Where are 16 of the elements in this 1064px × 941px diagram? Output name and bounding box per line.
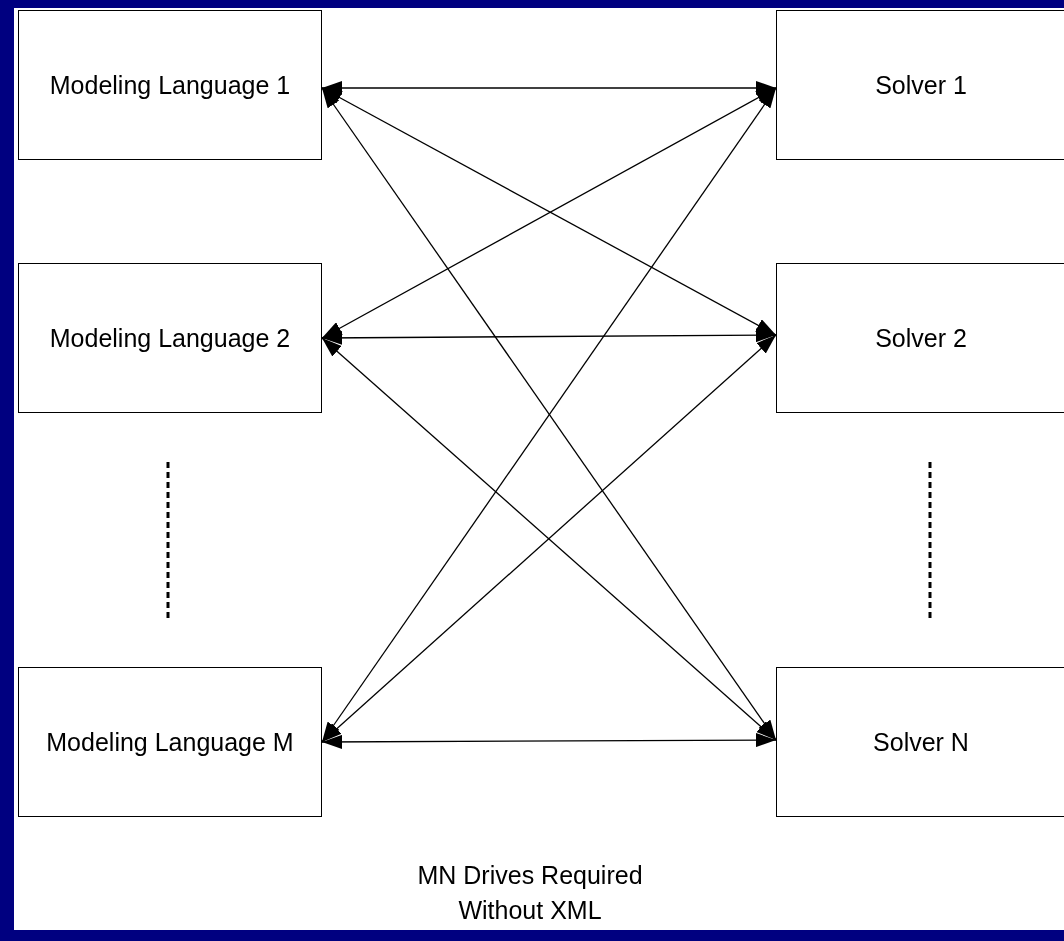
process-box (776, 263, 1064, 413)
caption: MN Drives Required Without XML (416, 860, 644, 926)
double-arrow (321, 81, 777, 95)
double-arrow (321, 733, 777, 749)
process-box (18, 10, 322, 160)
process-box (18, 263, 322, 413)
box-label: Solver 1 (874, 69, 968, 101)
box-label: Modeling Language M (45, 726, 295, 758)
double-arrow (321, 328, 777, 345)
process-box (18, 667, 322, 817)
process-box (776, 667, 1064, 817)
box-label: Modeling Language 1 (48, 69, 292, 101)
process-box (776, 10, 1064, 160)
box-label: Modeling Language 2 (48, 322, 292, 354)
box-label: Solver 2 (874, 322, 968, 354)
box-label: Solver N (872, 726, 970, 758)
